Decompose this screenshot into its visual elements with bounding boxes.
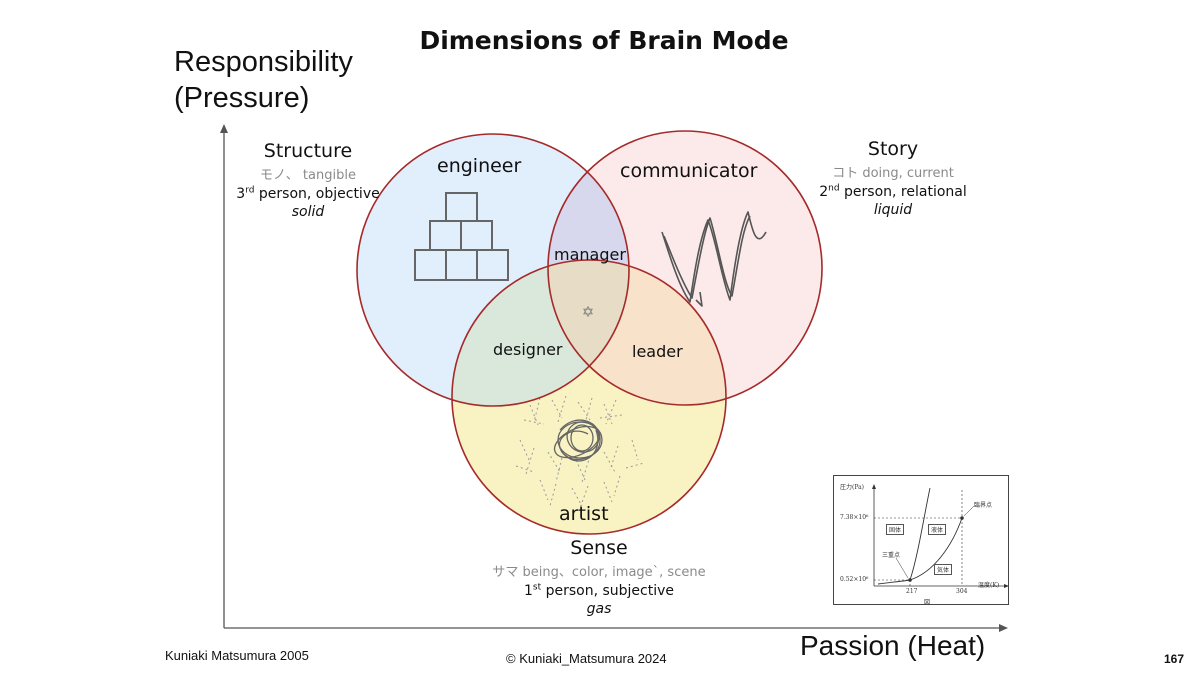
story-block: Story コト doing, current 2nd person, rela… bbox=[808, 136, 978, 219]
author-credit: Kuniaki Matsumura 2005 bbox=[165, 648, 309, 663]
inset-solid-box: 固体 bbox=[886, 524, 905, 535]
y-axis-label: Responsibility (Pressure) bbox=[174, 46, 353, 114]
structure-heading: Structure bbox=[263, 140, 353, 162]
center-star-icon: ✡ bbox=[582, 303, 595, 321]
phase-diagram-inset: 圧力(Pa) 7.38×10⁶ 0.52×10⁶ 217 304 温度(K) 図… bbox=[833, 475, 1009, 606]
inset-y-tick-high: 7.38×10⁶ bbox=[840, 514, 869, 521]
engineer-label: engineer bbox=[437, 155, 522, 177]
leader-label: leader bbox=[632, 342, 683, 361]
scribble-doodle bbox=[515, 395, 645, 509]
blocks-doodle bbox=[414, 192, 509, 281]
inset-x-tick-1: 217 bbox=[906, 588, 918, 595]
artist-circle-outline bbox=[451, 259, 727, 535]
inset-x-tick-2: 304 bbox=[956, 588, 968, 595]
communicator-circle-outline bbox=[547, 130, 823, 406]
engineer-circle-outline bbox=[356, 133, 630, 407]
x-axis bbox=[224, 624, 1008, 632]
story-person: 2nd person, relational bbox=[819, 183, 967, 200]
artist-label: artist bbox=[559, 503, 609, 525]
communicator-label: communicator bbox=[620, 160, 758, 182]
structure-state: solid bbox=[291, 204, 325, 220]
sense-heading: Sense bbox=[570, 537, 628, 559]
page-title: Dimensions of Brain Mode bbox=[419, 26, 789, 55]
inset-liquid-box: 液体 bbox=[928, 524, 947, 535]
story-heading: Story bbox=[867, 138, 919, 160]
story-sub: コト doing, current bbox=[832, 166, 954, 181]
wave-doodle bbox=[661, 211, 767, 307]
inset-y-tick-low: 0.52×10⁶ bbox=[840, 576, 869, 583]
story-state: liquid bbox=[873, 202, 913, 218]
structure-sub: モノ、 tangible bbox=[260, 168, 356, 183]
page-number: 167 bbox=[1164, 652, 1185, 666]
inset-triple-point: 三重点 bbox=[882, 552, 901, 559]
structure-person: 3rd person, objective bbox=[236, 185, 380, 202]
inset-bottom-char: 図 bbox=[924, 599, 931, 606]
sense-block: Sense サマ being、color, image`, scene 1st … bbox=[469, 535, 729, 618]
designer-label: designer bbox=[493, 340, 563, 359]
inset-y-axis-label: 圧力(Pa) bbox=[840, 484, 865, 491]
sense-state: gas bbox=[586, 601, 612, 617]
structure-block: Structure モノ、 tangible 3rd person, objec… bbox=[228, 138, 388, 221]
inset-gas-box: 気体 bbox=[934, 564, 953, 575]
sense-sub: サマ being、color, image`, scene bbox=[492, 565, 706, 580]
inset-x-axis-label: 温度(K) bbox=[978, 582, 1000, 589]
inset-critical-point: 臨界点 bbox=[974, 502, 993, 509]
manager-label: manager bbox=[554, 245, 626, 264]
sense-person: 1st person, subjective bbox=[523, 582, 674, 599]
x-axis-label: Passion (Heat) bbox=[800, 630, 986, 661]
copyright: © Kuniaki_Matsumura 2024 bbox=[506, 651, 667, 666]
y-axis bbox=[220, 124, 228, 628]
